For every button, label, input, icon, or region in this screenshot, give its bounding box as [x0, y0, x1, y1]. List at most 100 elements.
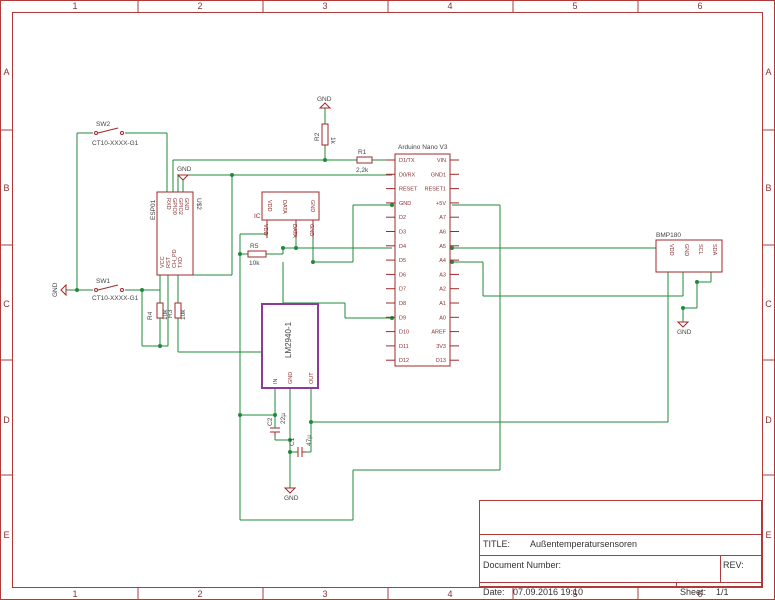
gnd-symbol-bmp: GND: [676, 321, 692, 336]
esp-pin-gpio0: GPIO0: [171, 198, 177, 215]
ds-stub-data: DATA: [291, 224, 297, 238]
arduino-pin-label-left: D6: [399, 272, 406, 278]
lm-pin-gnd: GND: [288, 372, 294, 384]
column-label-2: 2: [197, 1, 202, 11]
arduino-pin-label-right: D13: [436, 358, 446, 364]
r1-ref: R1: [358, 149, 367, 156]
switch-sw1: SW1 CT10-XXXX-G1: [92, 278, 139, 302]
bmp-pin-gnd: GND: [683, 244, 689, 256]
column-label-5: 5: [572, 1, 577, 11]
arduino-pin-label-left: D0/RX: [399, 172, 416, 178]
ds-sensor: IC VDD DATA GND VDD DATA GND: [254, 191, 320, 238]
arduino-pin-label-left: D11: [399, 344, 409, 350]
r3-ref: R3: [167, 309, 174, 318]
column-label-6-bottom: 6: [697, 589, 702, 599]
column-label-6: 6: [697, 1, 702, 11]
row-label-b-right: B: [765, 183, 771, 193]
bmp-pin-scl: SCL: [697, 244, 703, 255]
r4-ref: R4: [147, 311, 154, 320]
column-label-1-bottom: 1: [72, 589, 77, 599]
lm-pin-in: IN: [273, 378, 279, 384]
document-number-label: Document Number:: [483, 560, 561, 570]
r1-value: 2,2k: [356, 167, 369, 174]
arduino-pin-label-right: A4: [439, 258, 446, 264]
esp-pin-chpd: CH_PD: [172, 249, 178, 268]
gnd-symbol-esp: GND: [176, 166, 192, 181]
gnd-symbol-regulator: GND: [283, 487, 299, 502]
column-label-1: 1: [72, 1, 77, 11]
row-label-c: C: [3, 299, 10, 309]
arduino-pin-label-left: GND: [399, 201, 411, 207]
column-label-2-bottom: 2: [197, 589, 202, 599]
c1-value: 47µ: [306, 435, 313, 446]
ds-stub-gnd: GND: [308, 224, 314, 236]
row-label-a-right: A: [765, 67, 771, 77]
lm-name: LM2940-1: [284, 321, 293, 358]
sheet-value: 1/1: [716, 587, 729, 597]
bmp-pin-vdd: VDD: [668, 244, 674, 256]
column-label-5-bottom: 5: [572, 589, 577, 599]
ds-ref: IC: [254, 213, 261, 220]
arduino-pin-label-left: D8: [399, 301, 406, 307]
esp-pin-rxd: RXD: [165, 198, 171, 210]
date-label: Date:: [483, 587, 505, 597]
arduino-pin-label-left: D3: [399, 230, 406, 236]
lm-pin-out: OUT: [309, 372, 315, 384]
lm2940-regulator: LM2940-1 IN GND OUT: [261, 303, 319, 389]
gnd-label-regulator: GND: [284, 495, 299, 502]
arduino-pin-label-right: AREF: [431, 330, 446, 336]
resistor-r5: R5 10k: [247, 243, 267, 267]
bmp-name: BMP180: [656, 232, 681, 239]
r5-value: 10k: [249, 260, 260, 267]
r2-ref: R2: [314, 132, 321, 141]
gnd-label-esp: GND: [177, 166, 192, 173]
esp-name: ESP01: [150, 199, 157, 220]
title-value: Außentemperatursensoren: [530, 539, 637, 549]
title-block: TITLE: Außentemperatursensoren Document …: [479, 500, 762, 597]
arduino-pin-label-right: A0: [439, 315, 446, 321]
capacitor-c1: C1 47µ: [289, 435, 313, 457]
gnd-symbol-top: GND: [317, 96, 332, 109]
date-value: 07.09.2016 19:10: [513, 587, 583, 597]
r5-ref: R5: [250, 243, 259, 250]
esp-pin-txd: TXD: [178, 257, 184, 268]
resistor-r1: R1 2,2k: [356, 149, 373, 174]
sw1-part: CT10-XXXX-G1: [92, 295, 139, 302]
c2-ref: C2: [267, 417, 274, 426]
row-label-c-right: C: [765, 299, 772, 309]
esp-pin-gpio2: GPIO2: [177, 198, 183, 215]
gnd-label-top: GND: [317, 96, 332, 103]
bmp-pin-sda: SDA: [711, 244, 717, 256]
arduino-pin-label-left: D10: [399, 330, 409, 336]
arduino-pin-label-left: RESET: [399, 187, 418, 193]
ds-stub-vdd: VDD: [262, 224, 268, 236]
arduino-pin-label-right: A5: [439, 244, 446, 250]
row-label-e-right: E: [765, 530, 771, 540]
row-label-a: A: [3, 67, 9, 77]
arduino-pin-label-left: D12: [399, 358, 409, 364]
column-label-3: 3: [322, 1, 327, 11]
row-label-e: E: [3, 530, 9, 540]
arduino-pin-label-right: RESET1: [425, 187, 446, 193]
r3-value: 10k: [180, 309, 187, 320]
sw2-part: CT10-XXXX-G1: [92, 140, 139, 147]
r4-value: 10k: [162, 309, 169, 320]
arduino-pin-label-left: D5: [399, 258, 406, 264]
arduino-pin-label-left: D2: [399, 215, 406, 221]
arduino-pin-label-right: 3V3: [436, 344, 446, 350]
column-label-3-bottom: 3: [322, 589, 327, 599]
column-label-4-bottom: 4: [447, 589, 452, 599]
switch-sw2: SW2 CT10-XXXX-G1: [92, 121, 139, 147]
row-label-d-right: D: [765, 415, 772, 425]
arduino-pin-label-right: A6: [439, 230, 446, 236]
arduino-name: Arduino Nano V3: [398, 144, 448, 151]
capacitor-c2: C2 22µ: [267, 413, 287, 436]
arduino-pin-label-right: A1: [439, 301, 446, 307]
esp-pin-vcc: VCC: [160, 256, 166, 268]
gnd-label-left: GND: [52, 282, 59, 297]
c2-value: 22µ: [280, 413, 287, 424]
sw1-ref: SW1: [96, 278, 110, 285]
arduino-pin-label-right: VIN: [437, 158, 446, 164]
bmp180-sensor: BMP180 VDD GND SCL SDA: [655, 232, 723, 273]
